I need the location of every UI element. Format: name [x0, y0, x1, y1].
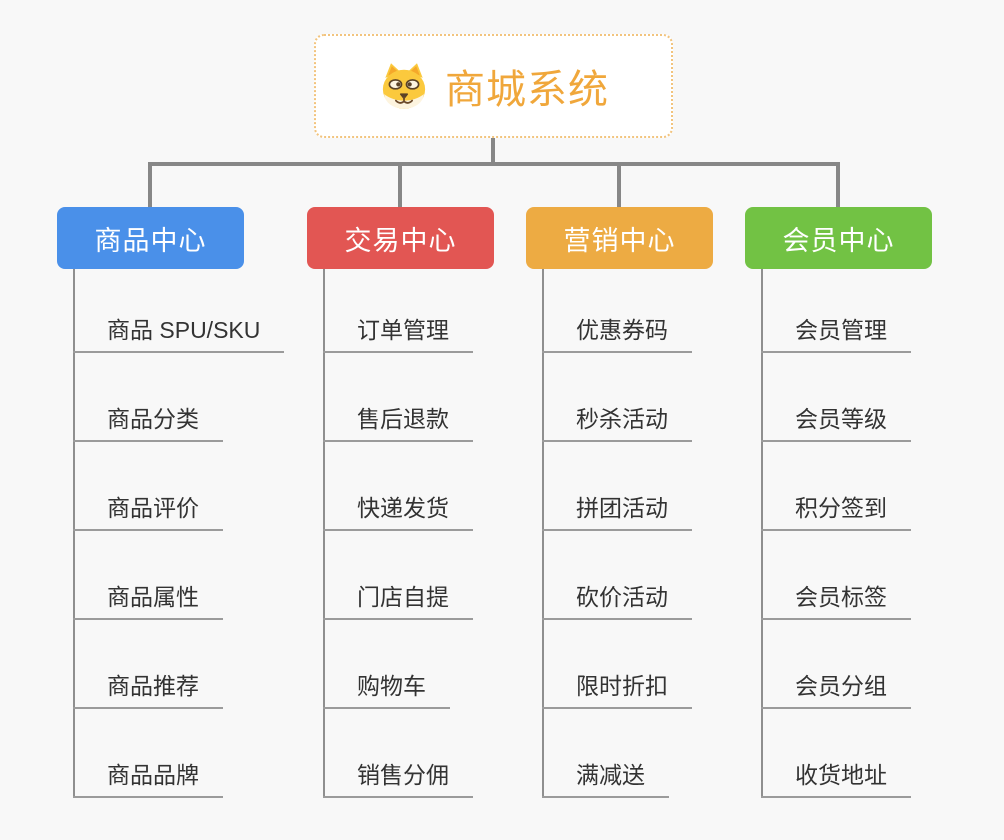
- child-node[interactable]: 售后退款: [323, 404, 473, 442]
- branch-column-marketing-center: 营销中心 优惠券码秒杀活动拼团活动砍价活动限时折扣满减送: [526, 162, 713, 840]
- branch-children: 商品 SPU/SKU 商品分类商品评价商品属性商品推荐商品品牌: [73, 264, 285, 798]
- child-node[interactable]: 商品推荐: [73, 671, 223, 709]
- connector-trunk-line: [73, 269, 75, 798]
- branch-column-trade-center: 交易中心 订单管理售后退款快递发货门店自提购物车销售分佣: [307, 162, 494, 840]
- child-node[interactable]: 优惠券码: [542, 315, 692, 353]
- child-node[interactable]: 购物车: [323, 671, 450, 709]
- connector-root-drop-line: [491, 138, 495, 166]
- child-slot: 会员等级: [761, 353, 911, 442]
- child-node[interactable]: 商品属性: [73, 582, 223, 620]
- child-slot: 砍价活动: [542, 531, 692, 620]
- connector-drop-line: [398, 162, 402, 207]
- child-slot: 会员分组: [761, 620, 911, 709]
- child-slot: 拼团活动: [542, 442, 692, 531]
- child-slot: 优惠券码: [542, 264, 692, 353]
- child-slot: 限时折扣: [542, 620, 692, 709]
- child-slot: 积分签到: [761, 442, 911, 531]
- branch-label: 商品中心: [94, 225, 207, 256]
- child-slot: 订单管理: [323, 264, 473, 353]
- child-node[interactable]: 商品评价: [73, 493, 223, 531]
- child-node[interactable]: 商品分类: [73, 404, 223, 442]
- root-node[interactable]: 商城系统: [314, 34, 673, 138]
- child-node[interactable]: 积分签到: [761, 493, 911, 531]
- child-node[interactable]: 限时折扣: [542, 671, 692, 709]
- child-slot: 快递发货: [323, 442, 473, 531]
- connector-trunk-line: [323, 269, 325, 798]
- branch-label: 交易中心: [344, 225, 457, 256]
- child-node[interactable]: 满减送: [542, 760, 669, 798]
- child-slot: 商品 SPU/SKU: [73, 264, 285, 353]
- child-slot: 商品属性: [73, 531, 284, 620]
- child-node[interactable]: 商品品牌: [73, 760, 223, 798]
- connector-bus-line: [148, 162, 840, 166]
- child-slot: 会员标签: [761, 531, 911, 620]
- branch-children: 优惠券码秒杀活动拼团活动砍价活动限时折扣满减送: [542, 264, 692, 798]
- dog-icon: [382, 63, 426, 109]
- branch-children: 会员管理会员等级积分签到会员标签会员分组收货地址: [761, 264, 911, 798]
- child-slot: 收货地址: [761, 709, 911, 798]
- child-node[interactable]: 砍价活动: [542, 582, 692, 620]
- branch-label: 会员中心: [782, 225, 895, 256]
- child-node[interactable]: 会员标签: [761, 582, 911, 620]
- child-slot: 门店自提: [323, 531, 473, 620]
- child-node[interactable]: 快递发货: [323, 493, 473, 531]
- branch-node-member-center[interactable]: 会员中心: [745, 207, 932, 269]
- connector-drop-line: [836, 162, 840, 207]
- child-node[interactable]: 门店自提: [323, 582, 473, 620]
- connector-trunk-line: [542, 269, 544, 798]
- child-node[interactable]: 销售分佣: [323, 760, 473, 798]
- branch-children: 订单管理售后退款快递发货门店自提购物车销售分佣: [323, 264, 473, 798]
- child-node[interactable]: 商品 SPU/SKU: [73, 315, 285, 353]
- child-slot: 商品品牌: [73, 709, 284, 798]
- connector-drop-line: [617, 162, 621, 207]
- child-slot: 商品分类: [73, 353, 284, 442]
- child-node[interactable]: 会员管理: [761, 315, 911, 353]
- branch-node-product-center[interactable]: 商品中心: [57, 207, 244, 269]
- child-node[interactable]: 收货地址: [761, 760, 911, 798]
- child-slot: 会员管理: [761, 264, 911, 353]
- child-slot: 销售分佣: [323, 709, 473, 798]
- branch-column-member-center: 会员中心 会员管理会员等级积分签到会员标签会员分组收货地址: [745, 162, 932, 840]
- root-title: 商城系统: [445, 68, 609, 112]
- child-slot: 满减送: [542, 709, 692, 798]
- connector-drop-line: [148, 162, 152, 207]
- branch-node-marketing-center[interactable]: 营销中心: [526, 207, 713, 269]
- connector-trunk-line: [761, 269, 763, 798]
- child-node[interactable]: 拼团活动: [542, 493, 692, 531]
- branch-column-product-center: 商品中心 商品 SPU/SKU 商品分类商品评价商品属性商品推荐商品品牌: [57, 162, 285, 840]
- branch-node-trade-center[interactable]: 交易中心: [307, 207, 494, 269]
- branch-label: 营销中心: [563, 225, 676, 256]
- child-node[interactable]: 秒杀活动: [542, 404, 692, 442]
- child-node[interactable]: 会员分组: [761, 671, 911, 709]
- child-node[interactable]: 会员等级: [761, 404, 911, 442]
- child-slot: 商品推荐: [73, 620, 284, 709]
- child-slot: 商品评价: [73, 442, 284, 531]
- child-node[interactable]: 订单管理: [323, 315, 473, 353]
- child-slot: 秒杀活动: [542, 353, 692, 442]
- child-slot: 售后退款: [323, 353, 473, 442]
- child-slot: 购物车: [323, 620, 473, 709]
